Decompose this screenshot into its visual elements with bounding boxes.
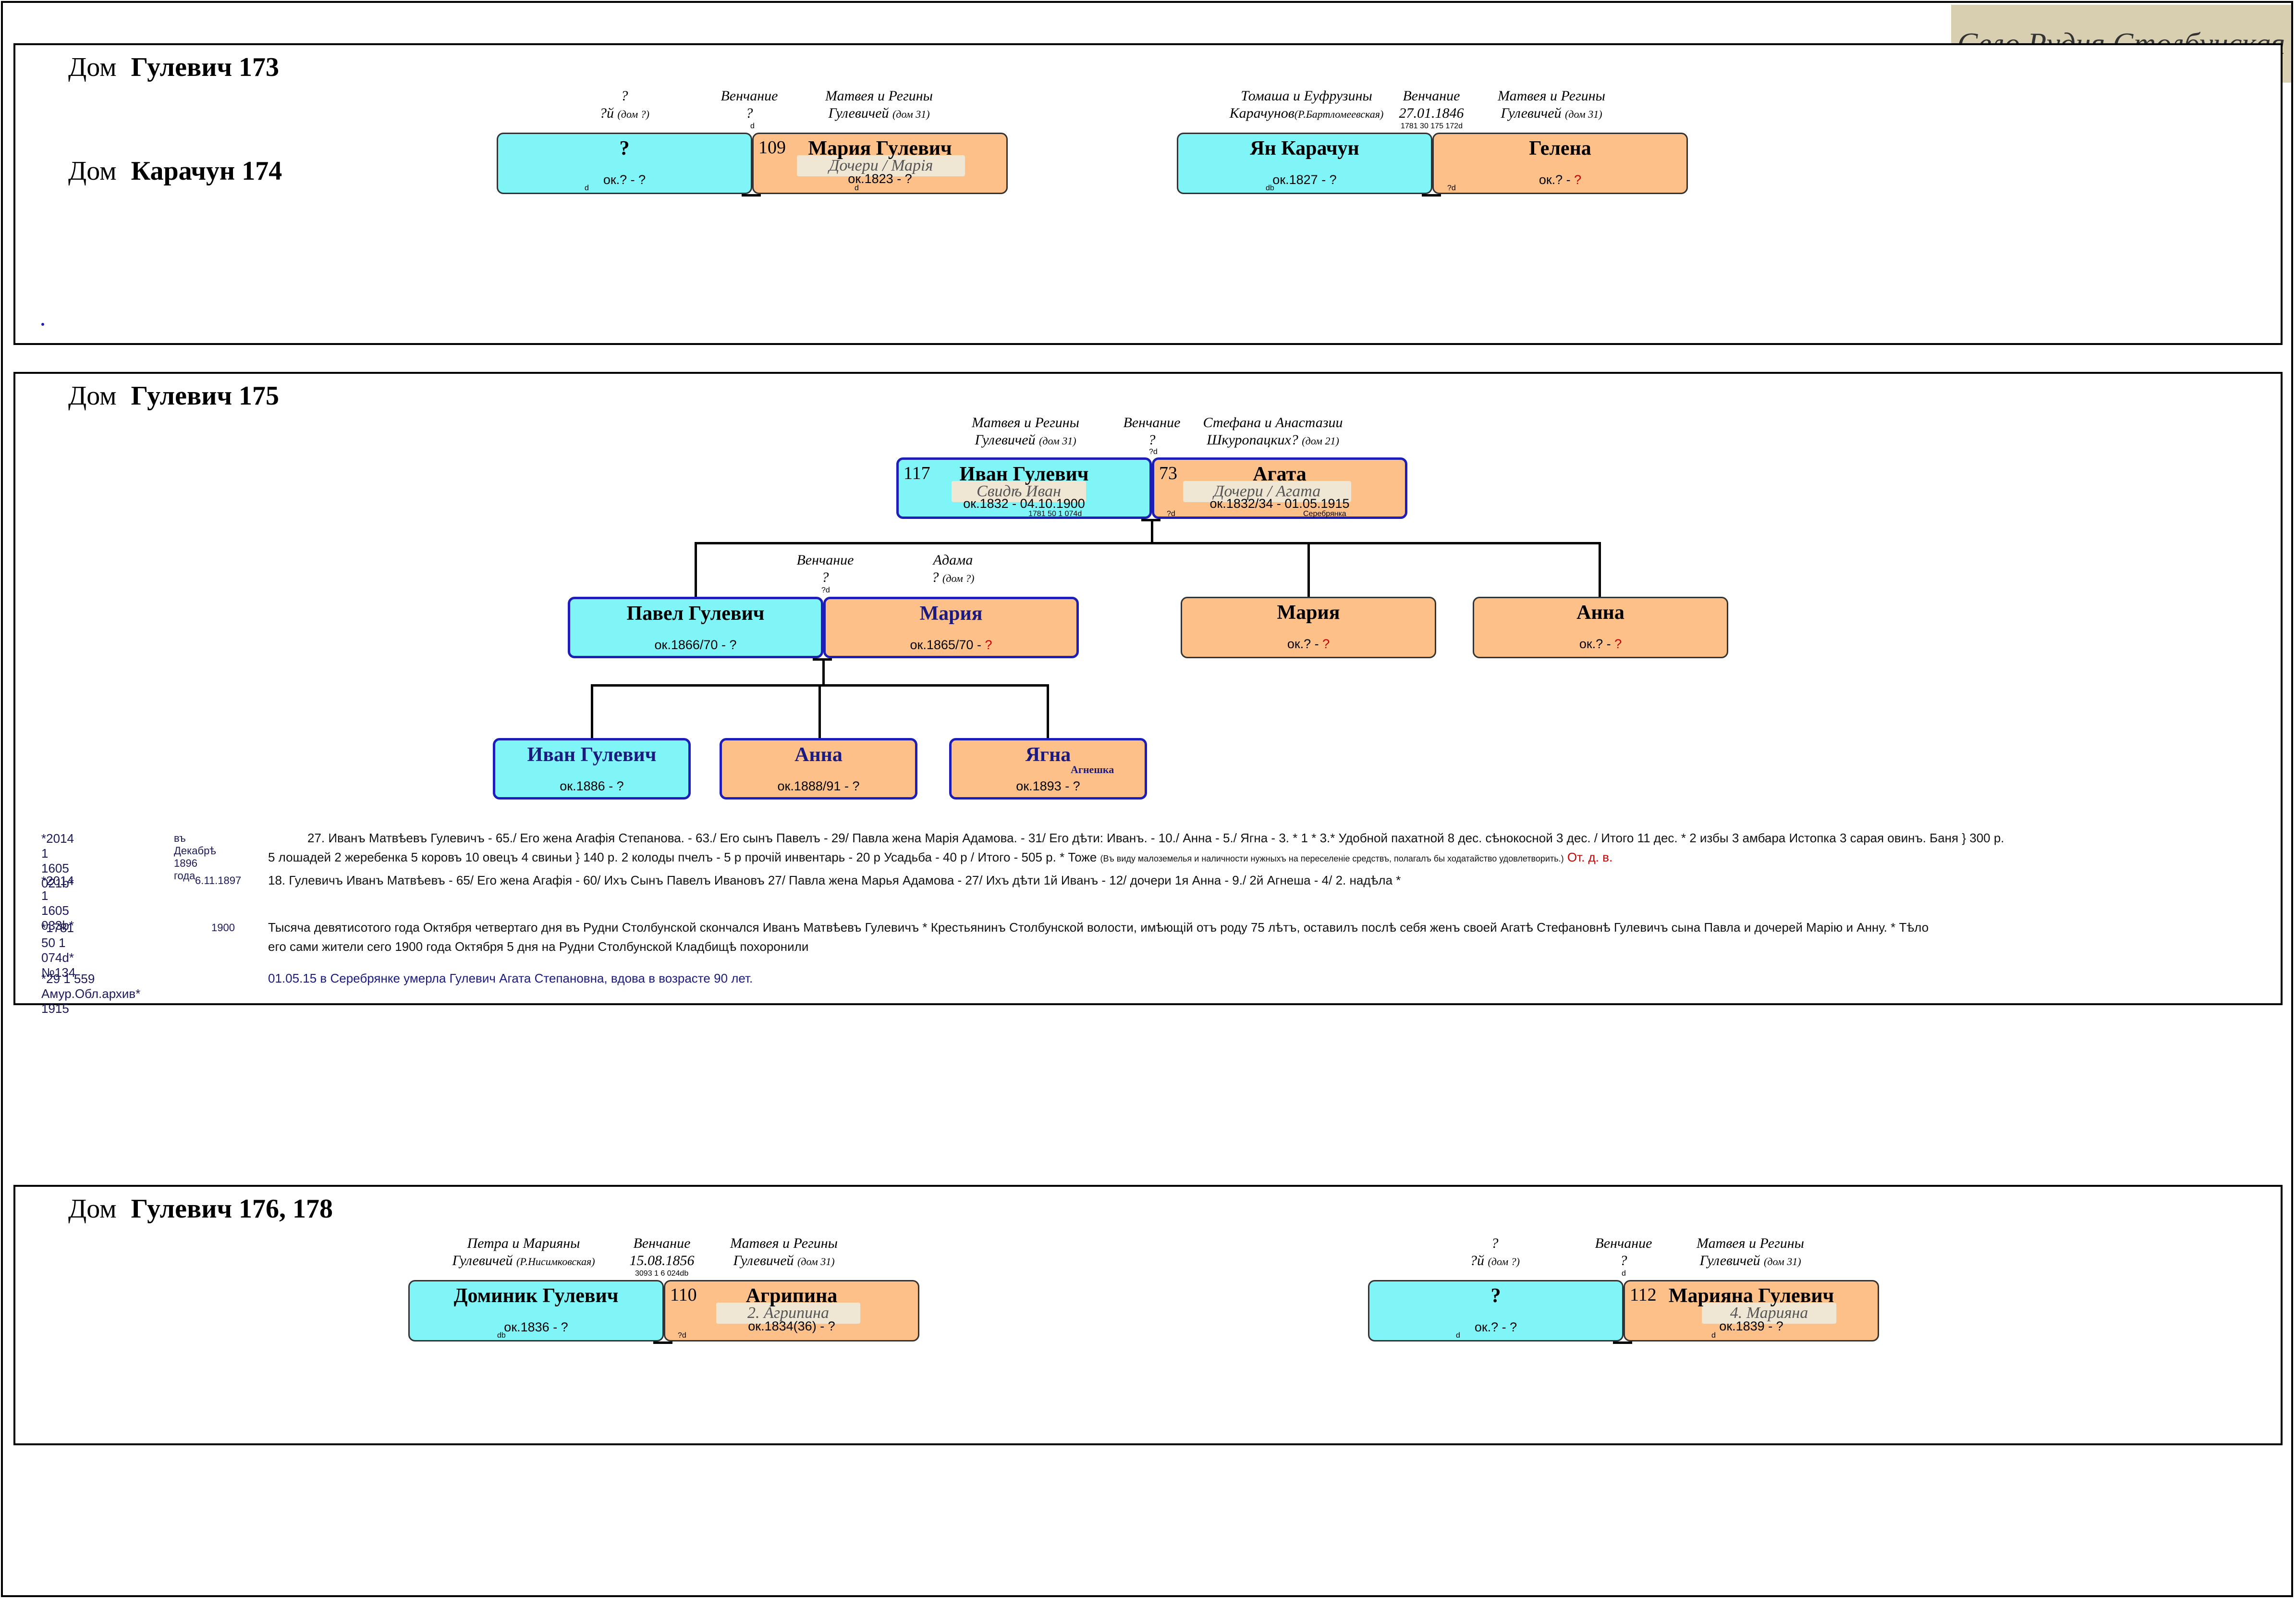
tree-line	[591, 684, 593, 740]
wife-parents-label: Адама? (дом ?)	[931, 552, 975, 585]
marriage-tick	[1613, 1342, 1632, 1344]
wedding-label: Венчание?	[1595, 1235, 1652, 1268]
person-box-maria-wife[interactable]: Мария ок.1865/70 - ?	[823, 597, 1079, 658]
person-box-mariyana-gulevich[interactable]: 112 4. Марияна Марияна Гулевич ок.1839 -…	[1624, 1280, 1879, 1342]
person-box-yan-karachun[interactable]: Ян Карачун ок.1827 - ? db	[1177, 133, 1432, 194]
signature-image: 4. Марияна	[1702, 1303, 1836, 1324]
person-box-anna-granddaughter[interactable]: Анна ок.1888/91 - ?	[720, 738, 917, 800]
note-text: 18. Гулевичъ Иванъ Матвѣевъ - 65/ Его же…	[268, 873, 1401, 887]
wedding-label: Венчание?	[1123, 415, 1181, 448]
note-ref: *2014 1 1605 021b*	[41, 831, 74, 890]
wedding-ref: ?d	[1149, 448, 1158, 456]
note-date: въ Декабрѣ 1896 года	[174, 832, 216, 882]
note-ref: *1781 50 1 074d* №134	[41, 921, 76, 980]
husband-parents-label: ??й (дом ?)	[1470, 1235, 1520, 1268]
note-text: 01.05.15 в Серебрянке умерла Гулевич Ага…	[268, 971, 753, 985]
signature-image: Дочери / Агата	[1183, 481, 1351, 502]
person-box-dominik-gulevich[interactable]: Доминик Гулевич ок.1836 - ? db	[408, 1280, 664, 1342]
person-box-agata-73[interactable]: 73 Дочери / Агата Агата ок.1832/34 - 01.…	[1152, 457, 1407, 519]
panel-houses-176-178	[13, 1185, 2283, 1445]
person-box-ivan-gulevich-grandson[interactable]: Иван Гулевич ок.1886 - ?	[493, 738, 691, 800]
person-box-maria-gulevich[interactable]: 109 Дочери / Марія Мария Гулевич ок.1823…	[752, 133, 1008, 194]
note-date: 6.11.1897	[195, 874, 242, 886]
note-text: Тысяча девятисотого года Октября четверт…	[268, 920, 1929, 935]
person-box-gelena[interactable]: Гелена ок.? - ? ?d	[1432, 133, 1688, 194]
tree-line	[1307, 542, 1310, 599]
marriage-tick	[1422, 194, 1441, 197]
tree-line	[1151, 519, 1153, 543]
person-box-anna-daughter[interactable]: Анна ок.? - ?	[1473, 597, 1728, 658]
tree-line	[1599, 542, 1601, 599]
person-box-maria-daughter[interactable]: Мария ок.? - ?	[1181, 597, 1436, 658]
person-box-pavel-gulevich[interactable]: Павел Гулевич ок.1866/70 - ?	[568, 597, 823, 658]
note-text: 5 лошадей 2 жеребенка 5 коровъ 10 овецъ …	[268, 850, 1613, 864]
note-text: его сами жители сего 1900 года Октября 5…	[268, 939, 809, 954]
marriage-tick	[742, 194, 761, 197]
wedding-label: Венчание?	[796, 552, 854, 585]
person-box-ivan-gulevich-117[interactable]: 117 Свидѣ Иван Иван Гулевич ок.1832 - 04…	[896, 457, 1152, 519]
wedding-ref: ?d	[821, 586, 830, 594]
person-box-agripina[interactable]: 110 2. Агрипина Агрипина ок.1834(36) - ?…	[664, 1280, 919, 1342]
signature-image: Дочери / Марія	[797, 155, 965, 176]
tree-line	[822, 659, 825, 686]
wedding-ref: 3093 1 6 024db	[635, 1269, 689, 1278]
tree-line	[818, 684, 821, 740]
tree-line	[695, 542, 1601, 544]
wedding-ref: 1781 30 175 172d	[1401, 122, 1463, 130]
note-text: 27. Иванъ Матвѣевъ Гулевичъ - 65./ Его ж…	[307, 831, 2004, 845]
note-ref: *2014 1 1605 033b*	[41, 874, 74, 933]
signature-image: Свидѣ Иван	[952, 481, 1086, 502]
panel-houses-173-174	[13, 43, 2283, 345]
signature-image: 2. Агрипина	[716, 1303, 860, 1324]
tree-line	[1047, 684, 1049, 740]
wedding-ref: d	[750, 122, 755, 130]
person-box-yagna[interactable]: Ягна Агнешка ок.1893 - ?	[949, 738, 1147, 800]
marriage-tick	[653, 1342, 672, 1344]
person-box-unknown-husband[interactable]: ? ок.? - ? d	[497, 133, 752, 194]
wedding-ref: d	[1622, 1269, 1626, 1278]
note-date: 1900	[211, 922, 235, 934]
tree-line	[695, 542, 697, 599]
person-box-unknown-husband-2[interactable]: ? ок.? - ? d	[1368, 1280, 1624, 1342]
marker-dot	[41, 323, 44, 326]
note-ref: *29 1 559 Амур.Обл.архив* 1915	[41, 972, 141, 1016]
husband-parents-label: ??й (дом ?)	[599, 88, 649, 121]
wedding-label: Венчание?	[721, 88, 778, 121]
